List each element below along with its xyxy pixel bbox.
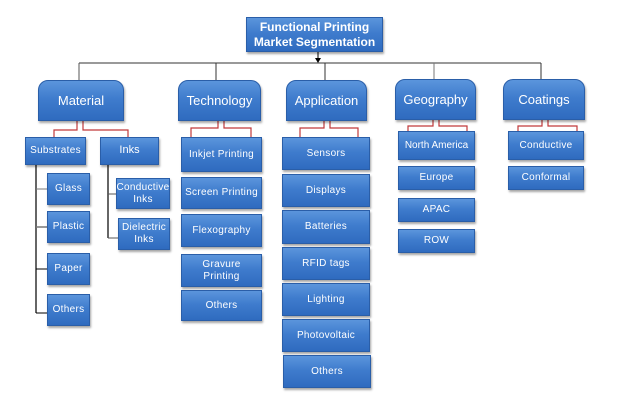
item-europe: Europe: [398, 166, 475, 190]
item-conductive-inks: Conductive Inks: [116, 178, 170, 209]
item-label: APAC: [422, 204, 451, 215]
item-apac: APAC: [398, 198, 475, 222]
item-label: Plastic: [52, 221, 85, 232]
item-label: Photovoltaic: [296, 329, 356, 341]
root-title-box: Functional Printing Market Segmentation: [246, 17, 383, 52]
bracket-application: [299, 121, 359, 137]
item-label: Conductive: [519, 139, 573, 151]
item-photovoltaic: Photovoltaic: [282, 319, 370, 352]
group-substrates: Substrates: [25, 137, 86, 165]
bracket-material: [53, 121, 129, 138]
root-title-line-1: Functional Printing: [259, 20, 370, 35]
bracket-technology: [190, 121, 252, 137]
item-label: Paper: [54, 263, 83, 274]
category-application: Application: [286, 80, 367, 121]
item-label: Others: [205, 299, 238, 311]
item-label: Dielectric Inks: [121, 222, 167, 245]
category-label: Application: [294, 92, 359, 108]
item-conformal: Conformal: [508, 166, 584, 190]
item-label: Others: [52, 304, 85, 315]
item-glass: Glass: [47, 173, 90, 205]
item-dielectric-inks: Dielectric Inks: [118, 218, 170, 250]
group-label: Substrates: [30, 145, 81, 156]
item-label: Lighting: [307, 293, 345, 305]
item-label: North America: [404, 139, 469, 151]
root-title-line-2: Market Segmentation: [253, 34, 376, 49]
item-north-america: North America: [398, 131, 475, 160]
item-displays: Displays: [282, 174, 370, 207]
item-sensors: Sensors: [282, 137, 370, 170]
item-row: ROW: [398, 229, 475, 253]
item-technology-others: Others: [181, 290, 262, 321]
arrow-head: [315, 58, 321, 63]
item-rfid-tags: RFID tags: [282, 247, 370, 280]
item-label: RFID tags: [302, 257, 350, 269]
category-geography: Geography: [395, 79, 476, 120]
item-label: ROW: [423, 235, 450, 246]
item-paper: Paper: [47, 253, 90, 285]
category-label: Geography: [403, 91, 468, 107]
item-application-others: Others: [283, 355, 371, 388]
category-label: Technology: [186, 92, 253, 108]
item-conductive: Conductive: [508, 131, 584, 160]
item-inkjet-printing: Inkjet Printing: [181, 137, 262, 172]
category-material: Material: [38, 80, 124, 121]
item-flexography: Flexography: [181, 214, 262, 247]
item-lighting: Lighting: [282, 283, 370, 316]
item-label: Europe: [419, 172, 454, 183]
bracket-coatings: [517, 120, 578, 131]
item-label: Conductive Inks: [116, 181, 170, 205]
category-technology: Technology: [178, 80, 261, 121]
item-substrates-others: Others: [47, 294, 90, 326]
item-label: Gravure Printing: [202, 258, 241, 282]
item-label: Glass: [54, 183, 83, 194]
item-label: Flexography: [192, 224, 251, 236]
item-label: Displays: [305, 184, 347, 196]
category-coatings: Coatings: [503, 79, 585, 120]
item-batteries: Batteries: [282, 210, 370, 244]
item-label: Screen Printing: [185, 187, 258, 198]
item-screen-printing: Screen Printing: [181, 177, 262, 209]
item-label: Sensors: [306, 147, 346, 159]
category-label: Coatings: [518, 91, 570, 107]
category-label: Material: [57, 92, 105, 108]
item-label: Others: [311, 365, 343, 377]
group-label: Inks: [119, 144, 140, 157]
item-label: Batteries: [304, 221, 348, 232]
item-gravure-printing: Gravure Printing: [181, 254, 262, 287]
item-label: Inkjet Printing: [188, 148, 255, 160]
group-inks: Inks: [100, 137, 159, 165]
item-plastic: Plastic: [47, 211, 90, 243]
bracket-geography: [407, 120, 468, 131]
item-label: Conformal: [521, 172, 571, 183]
